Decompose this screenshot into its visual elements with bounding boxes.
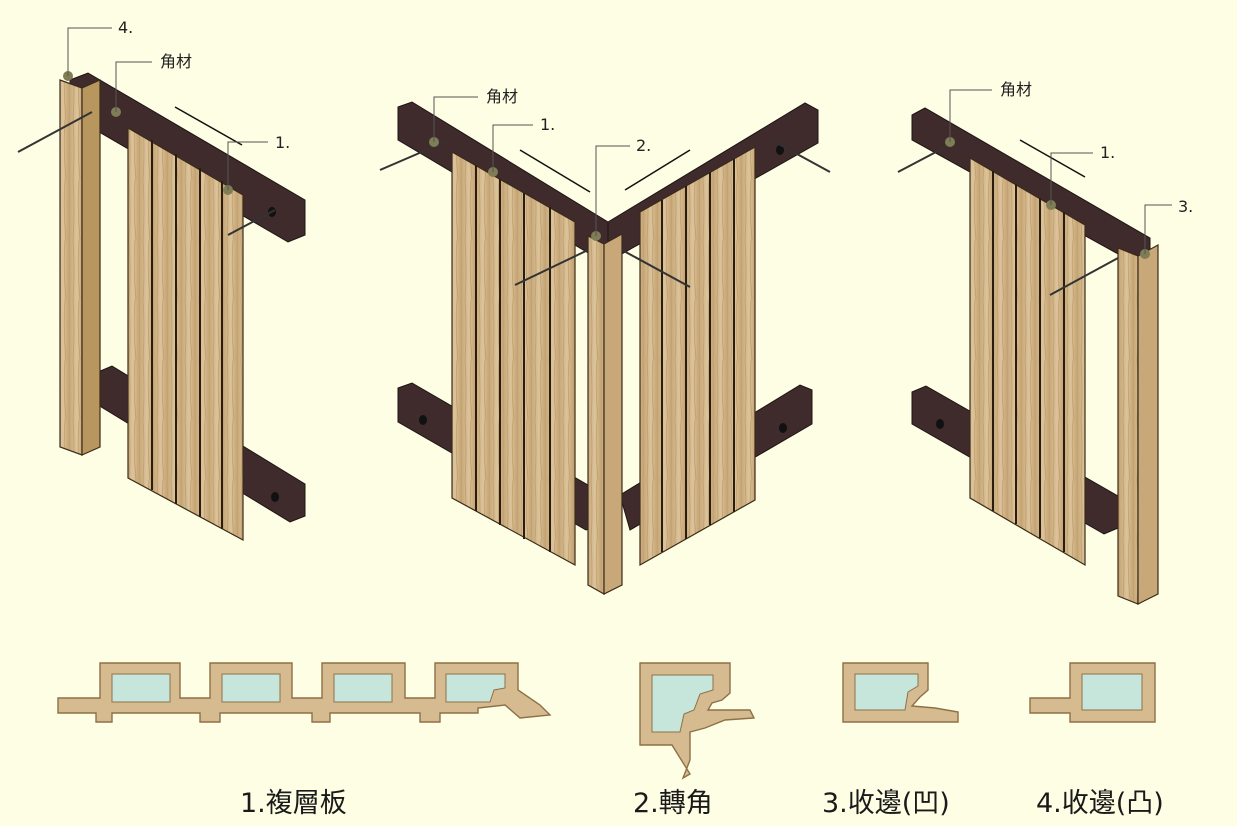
callout-line [492, 124, 533, 172]
caption-corner: 2.轉角 [633, 788, 713, 819]
panel-corner-left [451, 150, 576, 567]
edge-strip [59, 79, 83, 456]
callout-line [433, 96, 478, 142]
profile-edge-concave [842, 662, 959, 723]
callout-line [1144, 204, 1172, 254]
batten-hole [271, 492, 279, 502]
callout-line [67, 27, 112, 76]
callout-line [227, 141, 268, 190]
callout-label-4: 4. [118, 18, 133, 37]
callout-label-1: 1. [1100, 143, 1115, 162]
caption-edge-concave: 3.收邊(凹) [822, 788, 950, 819]
batten-hole [936, 419, 944, 429]
callout-line [1050, 152, 1093, 205]
motion-mark [624, 149, 691, 191]
screw [774, 141, 831, 173]
panel-corner-right [639, 145, 756, 567]
edge-strip [1117, 247, 1139, 605]
callout-label-1: 1. [275, 133, 290, 152]
corner-piece-side [603, 232, 623, 595]
assembly-edge-convex: 4. 角材 1. [17, 18, 306, 542]
edge-strip-side [1137, 243, 1159, 605]
callout-label-batten: 角材 [1000, 80, 1032, 99]
callout-label-3: 3. [1178, 197, 1193, 216]
motion-mark [1019, 139, 1086, 178]
screw [514, 249, 589, 286]
caption-multilayer: 1.複層板 [240, 788, 347, 819]
screw [621, 249, 691, 288]
callout-line [595, 145, 630, 236]
callout-line [115, 61, 152, 112]
batten-hole [776, 145, 784, 155]
batten-hole [779, 423, 787, 433]
batten-hole [419, 415, 427, 425]
assembly-corner: 角材 1. 2. [379, 87, 831, 596]
corner-piece-front [587, 235, 605, 596]
screw [1049, 257, 1119, 296]
profile-edge-convex [1029, 662, 1156, 723]
edge-strip-side [81, 79, 101, 456]
assembly-edge-concave: 角材 1. 3. [897, 80, 1193, 605]
screw [17, 111, 93, 153]
screw [897, 141, 956, 173]
callout-line [949, 89, 992, 142]
caption-edge-convex: 4.收邊(凸) [1036, 788, 1164, 819]
screw [227, 209, 276, 236]
profile-multilayer [57, 662, 552, 723]
callout-label-2: 2. [636, 136, 651, 155]
motion-mark [519, 149, 591, 193]
panel-left [127, 126, 244, 542]
callout-label-batten: 角材 [486, 87, 518, 106]
callout-label-1: 1. [540, 115, 555, 134]
motion-mark [174, 106, 243, 146]
panel-right [969, 156, 1086, 567]
callout-label-batten: 角材 [160, 52, 192, 71]
profile-corner [639, 662, 756, 780]
